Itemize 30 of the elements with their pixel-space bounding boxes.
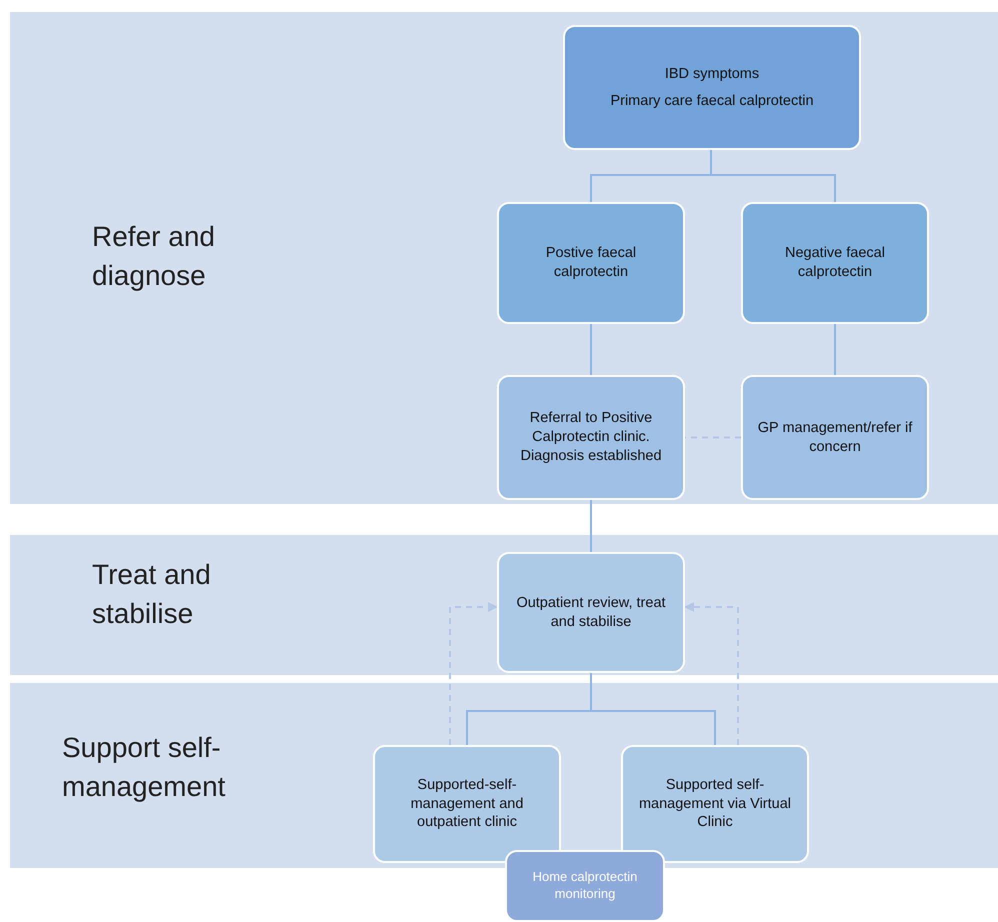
stage-heading: Treat and stabilise: [92, 558, 212, 632]
connector: [590, 500, 592, 552]
process-box: [741, 202, 929, 324]
box-text: Referral to Positive Calprotectin clinic. Diagnosis established: [519, 409, 663, 466]
process-box: [497, 202, 685, 324]
box-text: Home calprotectin monitoring: [532, 869, 638, 903]
box-text: Supported-self-management and outpatient clinic: [410, 776, 524, 832]
box-text: Outpatient review, treat and stabilise: [515, 594, 667, 632]
box-text: Supported self-management via Virtual Clinic: [638, 776, 792, 832]
stage-band: [10, 12, 998, 504]
process-box: [621, 745, 809, 863]
connector: [590, 324, 592, 375]
box-text: IBD symptoms: [664, 64, 760, 84]
process-box: [497, 552, 685, 673]
box-text: Negative faecal calprotectin: [784, 244, 886, 282]
process-box: [505, 850, 665, 922]
connector: [449, 602, 498, 745]
process-box: [497, 375, 685, 500]
box-text: Postive faecal calprotectin: [544, 244, 638, 282]
process-box: [741, 375, 929, 500]
stage-band: [10, 683, 998, 868]
stage-heading: Support self-management: [62, 731, 226, 804]
stage-band: [10, 535, 998, 675]
stage-heading: Refer and diagnose: [92, 220, 216, 294]
connector: [834, 324, 836, 375]
box-text: GP management/refer if concern: [756, 418, 914, 456]
process-box: [373, 745, 561, 863]
process-box: [563, 25, 861, 150]
connector: [684, 602, 739, 745]
box-text: Primary care faecal calprotectin: [610, 92, 814, 110]
